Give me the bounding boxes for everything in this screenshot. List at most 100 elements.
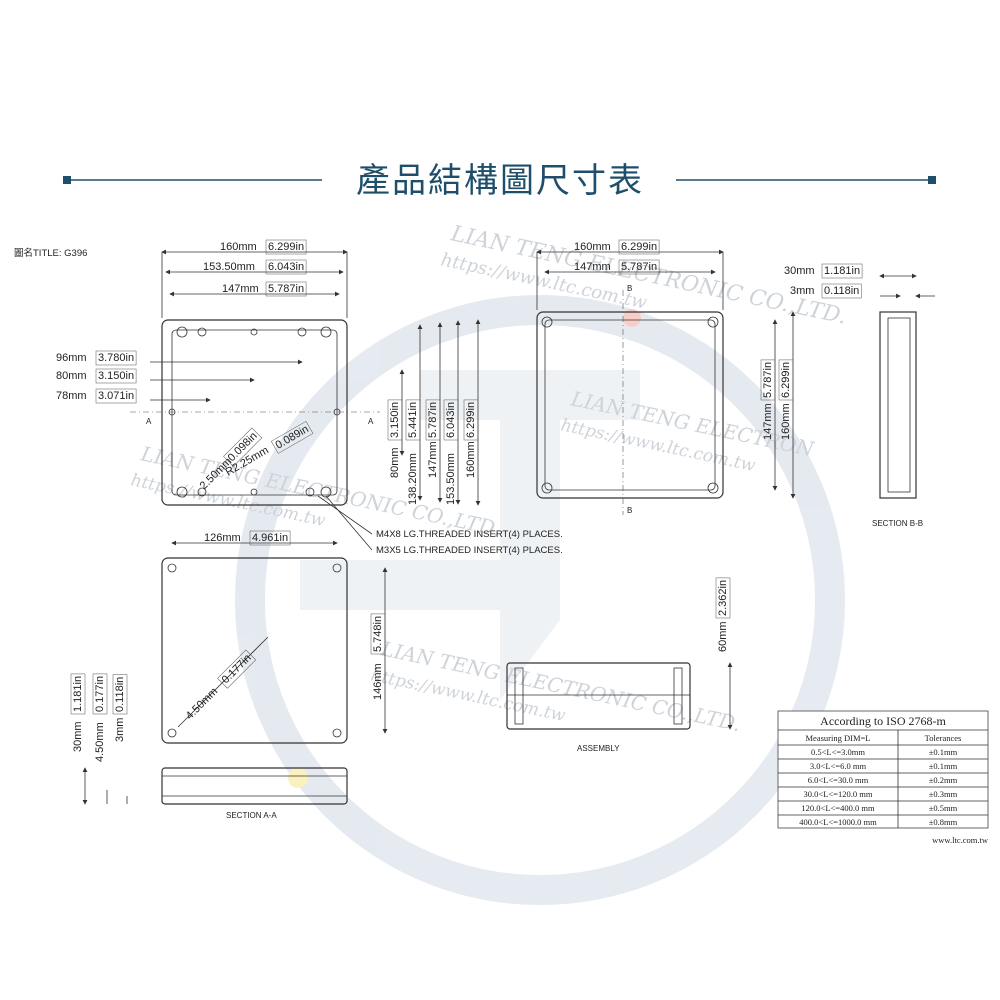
inch-bracket (821, 283, 862, 299)
dim-label: 80mm (389, 447, 401, 478)
dim-label: 138.20mm (407, 453, 419, 505)
corner-hole (320, 326, 332, 338)
table-header: Tolerances (925, 733, 962, 743)
dim-label-in: 5.441in (407, 402, 419, 438)
table-cell: ±0.8mm (929, 817, 958, 827)
corner-hole (167, 563, 177, 573)
dim-label-in: 1.181in (824, 265, 860, 277)
insert-hole (197, 327, 207, 337)
corner-hole (176, 326, 188, 338)
dim-label: 96mm (56, 352, 87, 364)
table-cell: 6.0<L<=30.0 mm (808, 775, 869, 785)
dim-label-in: 6.299in (780, 362, 792, 398)
dim-label: 160mm (220, 241, 257, 253)
header: 產品結構圖尺寸表 (63, 161, 936, 201)
assembly-wall (673, 667, 683, 725)
inch-bracket (112, 674, 128, 715)
inch-bracket (223, 427, 263, 467)
table-cell: 30.0<L<=120.0 mm (804, 789, 873, 799)
dim-label: 126mm (204, 532, 241, 544)
corner-hole (541, 482, 553, 494)
assembly-view: 60mm 2.362in ASSEMBLY (506, 577, 733, 753)
inch-bracket (265, 239, 307, 255)
dim-label-in: 0.118in (114, 677, 126, 712)
top-view: 160mm 6.299in 153.50mm 6.043in 147mm 5.7… (56, 239, 563, 556)
dim-label: 4.50mm (184, 686, 221, 723)
leader-line (177, 636, 269, 728)
dim-label: 3mm (114, 718, 126, 742)
section-label: SECTION A-A (226, 811, 277, 820)
dim-label: 80mm (56, 370, 87, 382)
dim-label-in: 3.780in (98, 352, 134, 364)
mount-hole (250, 328, 258, 336)
leader-line (317, 495, 373, 535)
corner-hole (541, 316, 553, 328)
insert-note: M3X5 LG.THREADED INSERT(4) PLACES. (376, 545, 563, 556)
corner-hole (332, 728, 342, 738)
dim-label-in: 5.748in (372, 616, 384, 652)
watermark-logo-bar (300, 560, 520, 610)
inch-bracket (618, 259, 660, 275)
dim-label-in: 6.043in (268, 261, 304, 273)
insert-hole (305, 487, 315, 497)
dim-label-in: 0.118in (824, 285, 859, 297)
corner-hole (707, 482, 719, 494)
section-label: SECTION B-B (872, 519, 923, 528)
watermark-dot (288, 768, 308, 788)
inch-bracket (249, 530, 291, 546)
box-outline (161, 319, 348, 506)
table-cell: ±0.1mm (929, 761, 958, 771)
dim-label: 78mm (56, 390, 87, 402)
inch-bracket (463, 399, 479, 441)
inch-bracket (387, 399, 403, 441)
mount-hole (333, 408, 341, 416)
dim-label: 146mm (372, 663, 384, 700)
header-square-right (928, 176, 936, 184)
inch-bracket (95, 350, 137, 366)
dim-label-in: 6.043in (445, 402, 457, 438)
dim-label-in: 6.299in (621, 241, 657, 253)
dim-label: 3mm (790, 285, 814, 297)
corner-hole (332, 563, 342, 573)
table-cell: ±0.2mm (929, 775, 958, 785)
table-header: Measuring DIM=L (806, 733, 871, 743)
corner-hole (707, 316, 719, 328)
dim-label-in: 2.362in (717, 580, 729, 616)
box-outline (536, 311, 724, 499)
dim-label-in: 6.299in (465, 402, 477, 438)
dim-label-in: 1.181in (72, 676, 84, 712)
dim-label: 4.50mm (94, 722, 106, 762)
inch-bracket (370, 613, 386, 655)
inch-bracket (270, 420, 314, 454)
inner-view: B B 160mm 6.299in 147mm 5.787in 147mm 5.… (536, 239, 796, 515)
assembly-outline (506, 662, 691, 730)
dim-label: 30mm (784, 265, 815, 277)
dim-label: 147mm (427, 441, 439, 478)
dim-label: 147mm (574, 261, 611, 273)
insert-hole (197, 487, 207, 497)
table-title: According to ISO 2768-m (820, 714, 946, 728)
inch-bracket (95, 388, 137, 404)
inch-bracket (265, 281, 307, 297)
site-url: www.ltc.com.tw (932, 835, 989, 845)
table-frame (777, 710, 989, 829)
dim-label-in: 5.787in (762, 362, 774, 398)
section-marker-b: B (627, 506, 632, 515)
tolerance-table: According to ISO 2768-m Measuring DIM=L … (777, 710, 989, 845)
section-outline (879, 311, 917, 499)
dim-label: 160mm (574, 241, 611, 253)
corner-hole (320, 486, 332, 498)
lid-outline (161, 557, 348, 744)
inch-bracket (715, 577, 731, 619)
insert-note: M4X8 LG.THREADED INSERT(4) PLACES. (376, 529, 563, 540)
section-b-view: 30mm 1.181in 3mm 0.118in SECTION B-B (784, 263, 935, 528)
section-inner (887, 317, 911, 493)
dim-label-in: 3.150in (98, 370, 134, 382)
inch-bracket (265, 259, 307, 275)
header-square-left (63, 176, 71, 184)
table-cell: 120.0<L<=400.0 mm (801, 803, 875, 813)
table-cell: ±0.1mm (929, 747, 958, 757)
page-title: 產品結構圖尺寸表 (356, 161, 644, 201)
dim-label: 30mm (72, 721, 84, 752)
inch-bracket (405, 399, 421, 441)
